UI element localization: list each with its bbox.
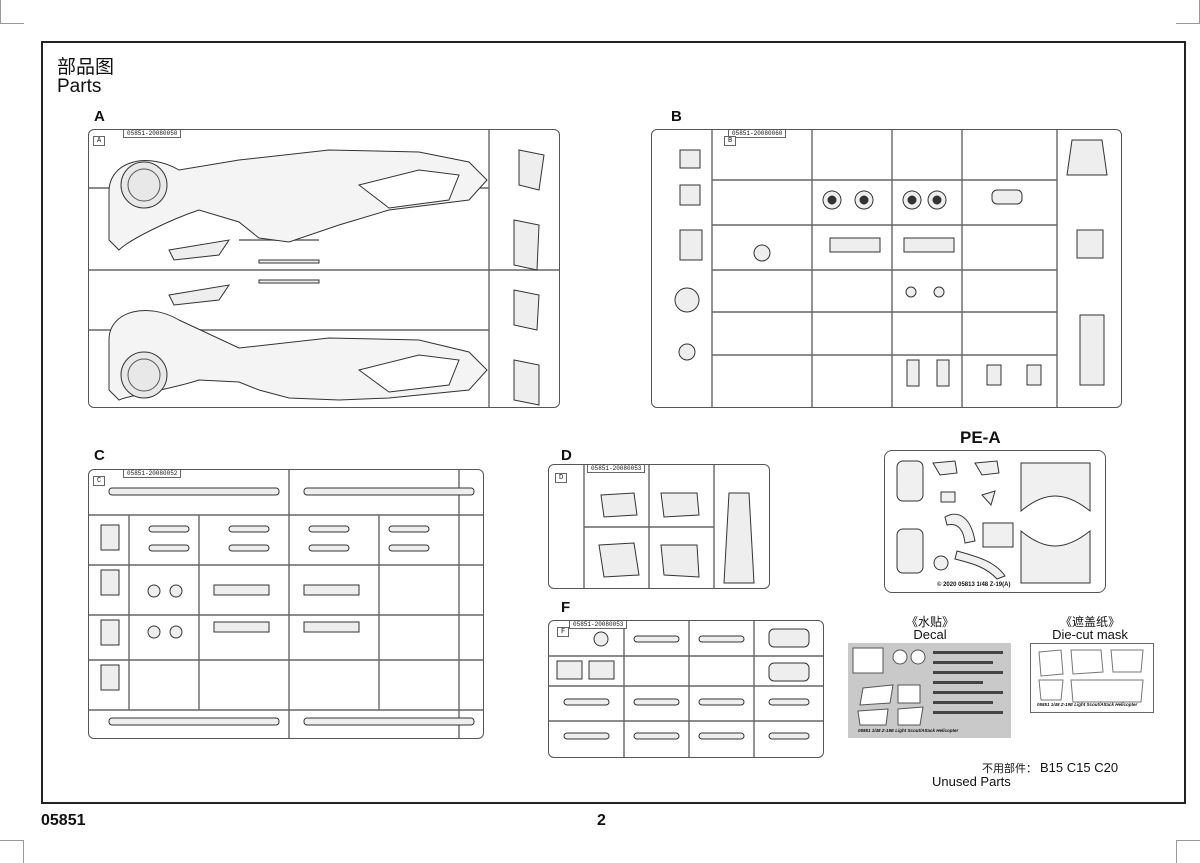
crop-mark-top-left-h [0,23,24,24]
sprue-d-drawing [583,465,755,588]
page-title-en: Parts [57,76,102,97]
sprue-c-frame: 05851-20080052 C [88,469,484,739]
sprue-a-code: 05851-20080050 [123,130,182,138]
decal-sheet-caption: 05851 1/48 Z-19E Light Scout/Attack Heli… [858,728,959,733]
sprue-c-drawing [89,470,483,738]
page-title-cn: 部品图 [57,57,115,78]
unused-parts-codes: B15 C15 C20 [1040,760,1119,775]
sprue-b-inner-letter: B [724,136,737,146]
sprue-f-drawing [549,621,823,757]
pe-a-fret: © 2020 05813 1/48 Z-19(A) [884,450,1106,593]
sprue-b-frame: 05851-20080060 B [651,129,1122,408]
decal-label-cn: 《水贴》 [905,615,954,629]
decal-label-en: Decal [913,627,947,642]
sprue-b-letter: B [671,108,682,125]
unused-parts-label-en: Unused Parts [932,774,1011,789]
sprue-b-drawing [674,130,1108,407]
mask-drawing [1038,649,1144,703]
decal-drawing [852,647,1003,726]
mask-label-en: Die-cut mask [1052,627,1128,642]
sprue-d-frame: 05851-20080053 D [548,464,770,589]
crop-mark-top-right-h [1176,23,1200,24]
sprue-f-letter: F [561,599,571,616]
crop-mark-bottom-left-h [0,840,24,841]
sprue-f-frame: 05851-20080053 F [548,620,824,758]
crop-mark-bottom-right-v [1176,840,1177,863]
pe-a-caption: © 2020 05813 1/48 Z-19(A) [937,582,1011,588]
sprue-d-letter: D [561,447,572,464]
page-frame [41,41,1186,804]
decal-sheet: 05851 1/48 Z-19E Light Scout/Attack Heli… [848,643,1011,738]
sprue-a-letter: A [94,108,105,125]
page-number: 2 [597,812,606,829]
pe-a-drawing [896,460,1091,584]
sprue-a-inner-letter: A [93,136,106,146]
mask-sheet: 05851 1/48 Z-19E Light Scout/Attack Heli… [1030,643,1154,713]
mask-sheet-caption: 05851 1/48 Z-19E Light Scout/Attack Heli… [1037,702,1138,707]
crop-mark-top-left-v [0,0,1,24]
unused-parts-label-cn: 不用部件： [982,763,1037,775]
sprue-a-drawing [89,130,559,407]
sprue-c-letter: C [94,447,105,464]
sprue-d-code: 05851-20080053 [587,465,646,473]
sprue-f-code: 05851-20080053 [569,621,628,629]
crop-mark-bottom-left-v [23,840,24,863]
crop-mark-bottom-right-h [1176,840,1200,841]
pe-a-letter: PE-A [960,428,1001,447]
mask-label-cn: 《遮盖纸》 [1059,615,1120,629]
sprue-f-inner-letter: F [557,627,570,637]
sprue-c-code: 05851-20080052 [123,470,182,478]
sprue-b-code: 05851-20080060 [728,130,787,138]
sprue-d-inner-letter: D [555,473,568,483]
item-number: 05851 [41,812,86,829]
sprue-a-frame: 05851-20080050 A [88,129,560,408]
sprue-c-inner-letter: C [93,476,106,486]
